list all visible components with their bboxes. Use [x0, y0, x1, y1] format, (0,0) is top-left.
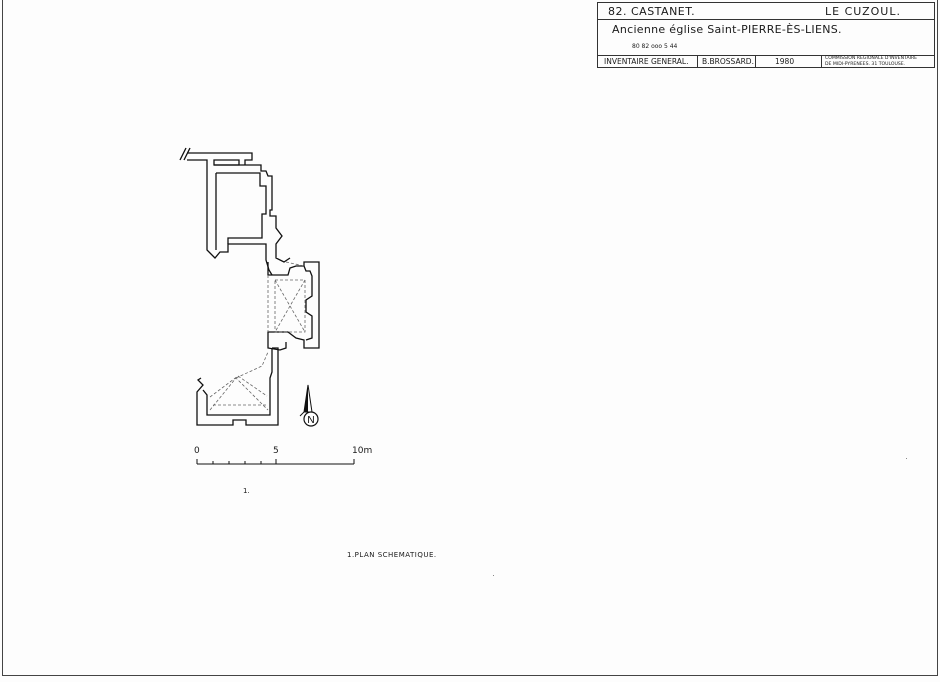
scale-label-10m: 10m: [352, 446, 373, 456]
commission-line-1: COMMISSION REGIONALE D'INVENTAIRE: [825, 56, 918, 61]
commission-line-2: DE MIDI-PYRENEES. 31 TOULOUSE.: [825, 61, 906, 67]
year: 1980: [775, 57, 795, 66]
author-name: B.BROSSARD.: [702, 57, 754, 66]
sheet-border-bottom: [2, 675, 938, 676]
plan-south-wall: [196, 347, 279, 426]
paper-speck: [906, 458, 907, 459]
figure-caption: 1.PLAN SCHEMATIQUE.: [347, 551, 437, 559]
vault-rib: [274, 279, 306, 333]
title-block: 82. CASTANET. LE CUZOUL. Ancienne église…: [597, 2, 935, 68]
figure-number: 1.: [243, 487, 250, 495]
plan-crossing-vault: [274, 279, 306, 333]
lieu-dit-name: LE CUZOUL.: [825, 5, 901, 18]
dossier-reference: 80 82 ooo 5 44: [632, 43, 678, 50]
sheet-border-right: [937, 0, 938, 676]
north-arrow: N: [299, 384, 319, 427]
plan-north-wing-wall: [187, 152, 273, 276]
cell-divider: [755, 56, 756, 68]
break-mark: [179, 147, 187, 161]
plan-north-room: [214, 164, 291, 263]
title-block-footer-row: INVENTAIRE GENERAL. B.BROSSARD. 1980 COM…: [598, 55, 934, 68]
sheet-border-left: [2, 0, 3, 676]
cell-divider: [821, 56, 822, 68]
north-label: N: [307, 415, 314, 426]
commission-name: COMMISSION REGIONALE D'INVENTAIRE DE MID…: [825, 56, 917, 67]
vault-line: [285, 261, 305, 267]
cell-divider: [697, 56, 698, 68]
scale-bar: [196, 459, 355, 465]
scale-label-0: 0: [194, 446, 200, 456]
break-mark: [183, 147, 191, 161]
edifice-name: Ancienne église Saint-PIERRE-ÈS-LIENS.: [612, 23, 842, 36]
commune-name: 82. CASTANET.: [608, 5, 696, 18]
title-block-header-row: 82. CASTANET. LE CUZOUL.: [598, 3, 934, 20]
plan-crossing-wall: [267, 261, 320, 351]
paper-speck: [493, 575, 494, 576]
inventaire-label: INVENTAIRE GENERAL.: [604, 57, 689, 66]
scale-label-5: 5: [273, 446, 279, 456]
plan-south-vault: [209, 351, 269, 411]
